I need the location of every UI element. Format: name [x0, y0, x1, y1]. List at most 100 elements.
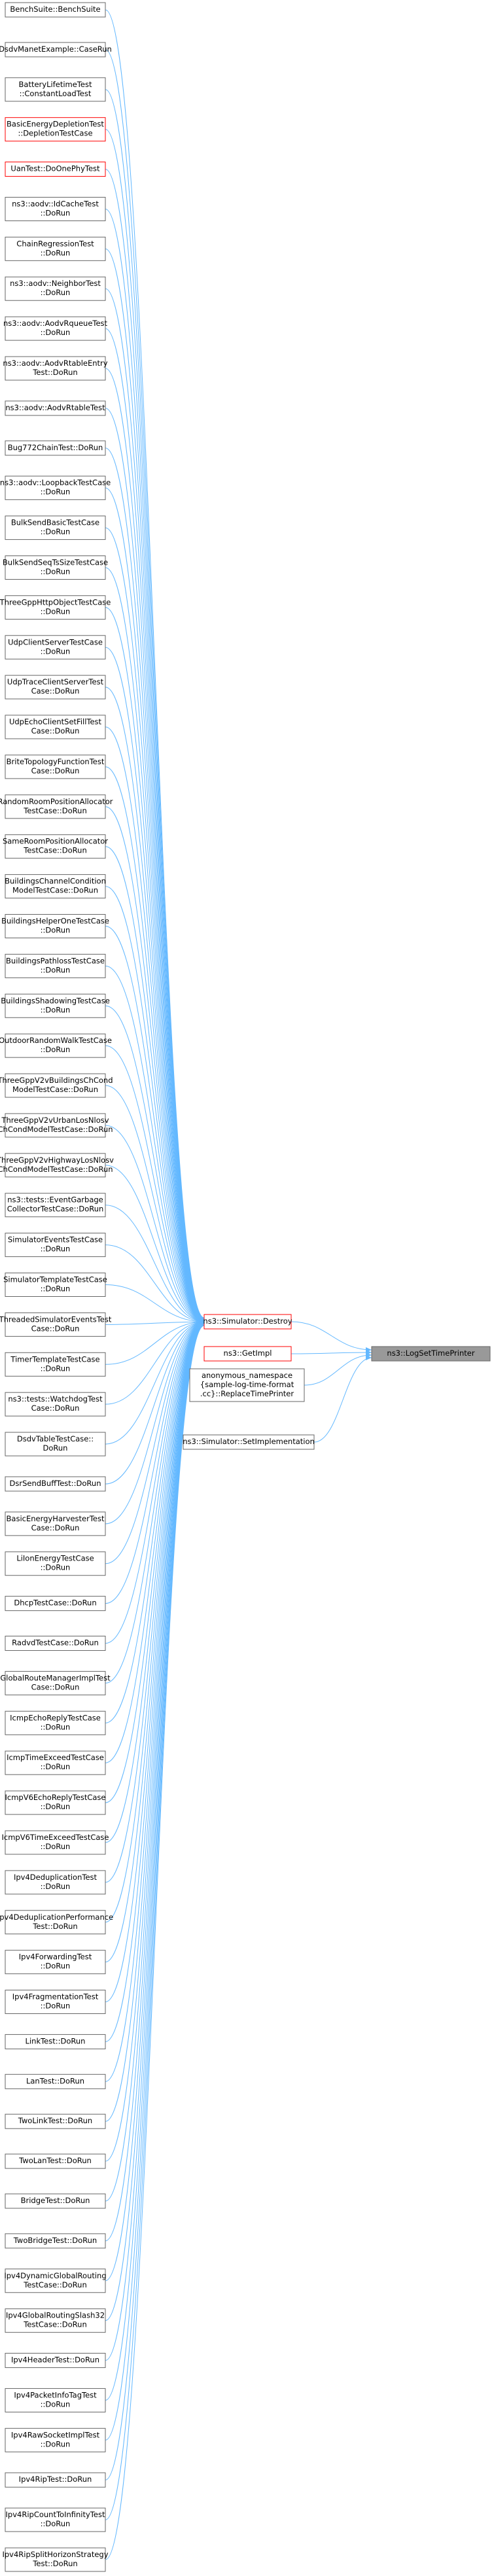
node-ns3-getimpl[interactable]: ns3::GetImpl: [203, 1346, 292, 1362]
node-label: ns3::aodv::AodvRtableTest: [5, 403, 105, 412]
edge-caller-48: [105, 1321, 205, 1923]
node-randomroompositionallocator-testcase-dorun[interactable]: RandomRoomPositionAllocatorTestCase::DoR…: [0, 794, 113, 819]
node-ns3-simulator-setimplementation[interactable]: ns3::Simulator::SetImplementation: [183, 1434, 315, 1450]
node-buildingschannelcondition-modeltestcase-dorun[interactable]: BuildingsChannelConditionModelTestCase::…: [5, 874, 106, 899]
node-basicenergydepletiontest-depletiontestcase[interactable]: BasicEnergyDepletionTest::DepletionTestC…: [5, 117, 106, 142]
node-chainregressiontest-dorun[interactable]: ChainRegressionTest::DoRun: [5, 236, 106, 261]
node-label: ::DoRun: [41, 1882, 71, 1891]
node-liionenergytestcase-dorun[interactable]: LiIonEnergyTestCase::DoRun: [5, 1551, 106, 1576]
node-ns3-aodv-aodvrqueuetest-dorun[interactable]: ns3::aodv::AodvRqueueTest::DoRun: [3, 316, 108, 341]
node-twolinktest-dorun[interactable]: TwoLinkTest::DoRun: [5, 2113, 106, 2129]
node-label: BuildingsHelperOneTestCase: [1, 916, 109, 925]
node-anonymous-namespace-sample-log-time-format-cc-replacetimeprinter[interactable]: anonymous_namespace{sample-log-time-form…: [189, 1368, 305, 1402]
node-ipv4forwardingtest-dorun[interactable]: Ipv4ForwardingTest::DoRun: [5, 1950, 106, 1975]
node-threegppv2vbuildingschcond-modeltestcase-dorun[interactable]: ThreeGppV2vBuildingsChCondModelTestCase:…: [0, 1073, 113, 1098]
node-threegpphttpobjecttestcase-dorun[interactable]: ThreeGppHttpObjectTestCase::DoRun: [0, 595, 111, 620]
node-box: [5, 2388, 106, 2412]
node-uantest-doonephytest[interactable]: UanTest::DoOnePhyTest: [5, 162, 106, 177]
node-ipv4ripcounttoinfinitytest-dorun[interactable]: Ipv4RipCountToInfinityTest::DoRun: [5, 2507, 106, 2532]
node-bulksendbasictestcase-dorun[interactable]: BulkSendBasicTestCase::DoRun: [5, 516, 106, 540]
node-twobridgetest-dorun[interactable]: TwoBridgeTest::DoRun: [5, 2233, 106, 2249]
node-ns3-simulator-destroy[interactable]: ns3::Simulator::Destroy: [203, 1314, 292, 1330]
node-linktest-dorun[interactable]: LinkTest::DoRun: [5, 2034, 106, 2049]
node-ipv4fragmentationtest-dorun[interactable]: Ipv4FragmentationTest::DoRun: [5, 1990, 106, 2015]
node-ipv4riptest-dorun[interactable]: Ipv4RipTest::DoRun: [5, 2472, 106, 2488]
node-icmpv6timeexceedtestcase-dorun[interactable]: IcmpV6TimeExceedTestCase::DoRun: [2, 1830, 109, 1855]
node-label: Test::DoRun: [32, 1922, 77, 1931]
node-buildingshelperonetestcase-dorun[interactable]: BuildingsHelperOneTestCase::DoRun: [1, 913, 109, 938]
node-udpclientservertestcase-dorun[interactable]: UdpClientServerTestCase::DoRun: [5, 635, 106, 660]
edge-caller-51: [105, 1321, 205, 2042]
edge-caller-47: [105, 1320, 205, 1883]
node-label: SimulatorTemplateTestCase: [3, 1275, 107, 1284]
node-label: Ipv4DynamicGlobalRouting: [4, 2271, 106, 2280]
node-benchsuite-benchsuite[interactable]: BenchSuite::BenchSuite: [5, 2, 106, 18]
edge-caller-39: [105, 1320, 205, 1564]
node-bridgetest-dorun[interactable]: BridgeTest::DoRun: [5, 2193, 106, 2209]
node-label: OutdoorRandomWalkTestCase: [0, 1036, 112, 1045]
node-twolantest-dorun[interactable]: TwoLanTest::DoRun: [5, 2153, 106, 2169]
node-threegppv2vhighwaylosnlosv-chcondmodeltestcase-dorun[interactable]: ThreeGppV2vHighwayLosNlosvChCondModelTes…: [0, 1153, 114, 1178]
node-label: ::DoRun: [41, 1962, 71, 1971]
node-simulatortemplatetestcase-dorun[interactable]: SimulatorTemplateTestCase::DoRun: [3, 1273, 107, 1297]
node-bug772chaintest-dorun[interactable]: Bug772ChainTest::DoRun: [5, 440, 106, 456]
node-buildingsshadowingtestcase-dorun[interactable]: BuildingsShadowingTestCase::DoRun: [1, 993, 110, 1018]
node-icmpechoreplytestcase-dorun[interactable]: IcmpEchoReplyTestCase::DoRun: [5, 1710, 106, 1735]
node-radvdtestcase-dorun[interactable]: RadvdTestCase::DoRun: [5, 1636, 106, 1651]
node-box: [5, 913, 106, 938]
node-label: BatteryLifetimeTest: [19, 80, 92, 89]
node-label: TwoBridgeTest::DoRun: [13, 2236, 97, 2245]
node-dsrsendbufftest-dorun[interactable]: DsrSendBuffTest::DoRun: [5, 1476, 106, 1492]
node-box: [5, 2153, 106, 2169]
node-box: [5, 400, 106, 416]
node-icmpv6echoreplytestcase-dorun[interactable]: IcmpV6EchoReplyTestCase::DoRun: [5, 1790, 106, 1815]
node-bulksendseqtssizetestcase-dorun[interactable]: BulkSendSeqTsSizeTestCase::DoRun: [3, 555, 108, 580]
node-label: ::DoRun: [41, 2439, 71, 2448]
node-ipv4packetinfotagtest-dorun[interactable]: Ipv4PacketInfoTagTest::DoRun: [5, 2388, 106, 2412]
node-label: ::DoRun: [41, 1244, 71, 1254]
node-timertemplatetestcase-dorun[interactable]: TimerTemplateTestCase::DoRun: [5, 1352, 106, 1377]
node-box: [5, 953, 106, 978]
node-ns3-aodv-neighbortest-dorun[interactable]: ns3::aodv::NeighborTest::DoRun: [5, 276, 106, 301]
node-box: [5, 316, 106, 341]
node-ns3-aodv-idcachetest-dorun[interactable]: ns3::aodv::IdCacheTest::DoRun: [5, 196, 106, 221]
node-ns3-aodv-loopbacktestcase-dorun[interactable]: ns3::aodv::LoopbackTestCase::DoRun: [0, 476, 111, 501]
node-label: GlobalRouteManagerImplTest: [0, 1673, 111, 1682]
node-box: [5, 1670, 106, 1695]
edge-caller-28: [105, 1125, 205, 1324]
node-label: UdpTraceClientServerTest: [7, 677, 104, 686]
node-dsdvmanetexample-caserun[interactable]: DsdvManetExample::CaseRun: [0, 42, 112, 58]
node-ipv4rawsocketimpltest-dorun[interactable]: Ipv4RawSocketImplTest::DoRun: [5, 2427, 106, 2452]
node-ipv4headertest-dorun[interactable]: Ipv4HeaderTest::DoRun: [5, 2353, 106, 2369]
node-threegppv2vurbanlosnlosv-chcondmodeltestcase-dorun[interactable]: ThreeGppV2vUrbanLosNlosvChCondModelTestC…: [0, 1113, 113, 1138]
node-outdoorrandomwalktestcase-dorun[interactable]: OutdoorRandomWalkTestCase::DoRun: [0, 1033, 112, 1058]
node-box: [5, 1113, 106, 1138]
edge-caller-6: [105, 248, 205, 1321]
node-batterylifetimetest-constantloadtest[interactable]: BatteryLifetimeTest::ConstantLoadTest: [5, 77, 106, 102]
node-box: [5, 1193, 106, 1218]
node-ipv4deduplicationtest-dorun[interactable]: Ipv4DeduplicationTest::DoRun: [5, 1870, 106, 1895]
node-dhcptestcase-dorun[interactable]: DhcpTestCase::DoRun: [5, 1596, 106, 1612]
node-buildingspathlosstestcase-dorun[interactable]: BuildingsPathlossTestCase::DoRun: [5, 953, 106, 978]
node-icmptimeexceedtestcase-dorun[interactable]: IcmpTimeExceedTestCase::DoRun: [5, 1750, 106, 1775]
node-ns3-logsettimeprinter[interactable]: ns3::LogSetTimePrinter: [371, 1346, 491, 1362]
node-box: [5, 1233, 106, 1258]
node-ns3-tests-eventgarbage-collectortestcase-dorun[interactable]: ns3::tests::EventGarbageCollectorTestCas…: [5, 1193, 106, 1218]
node-lantest-dorun[interactable]: LanTest::DoRun: [5, 2073, 106, 2089]
node-ns3-aodv-aodvrtabletest[interactable]: ns3::aodv::AodvRtableTest: [5, 400, 106, 416]
node-dsdvtabletestcase-dorun[interactable]: DsdvTableTestCase::DoRun: [5, 1432, 106, 1456]
node-simulatoreventstestcase-dorun[interactable]: SimulatorEventsTestCase::DoRun: [5, 1233, 106, 1258]
